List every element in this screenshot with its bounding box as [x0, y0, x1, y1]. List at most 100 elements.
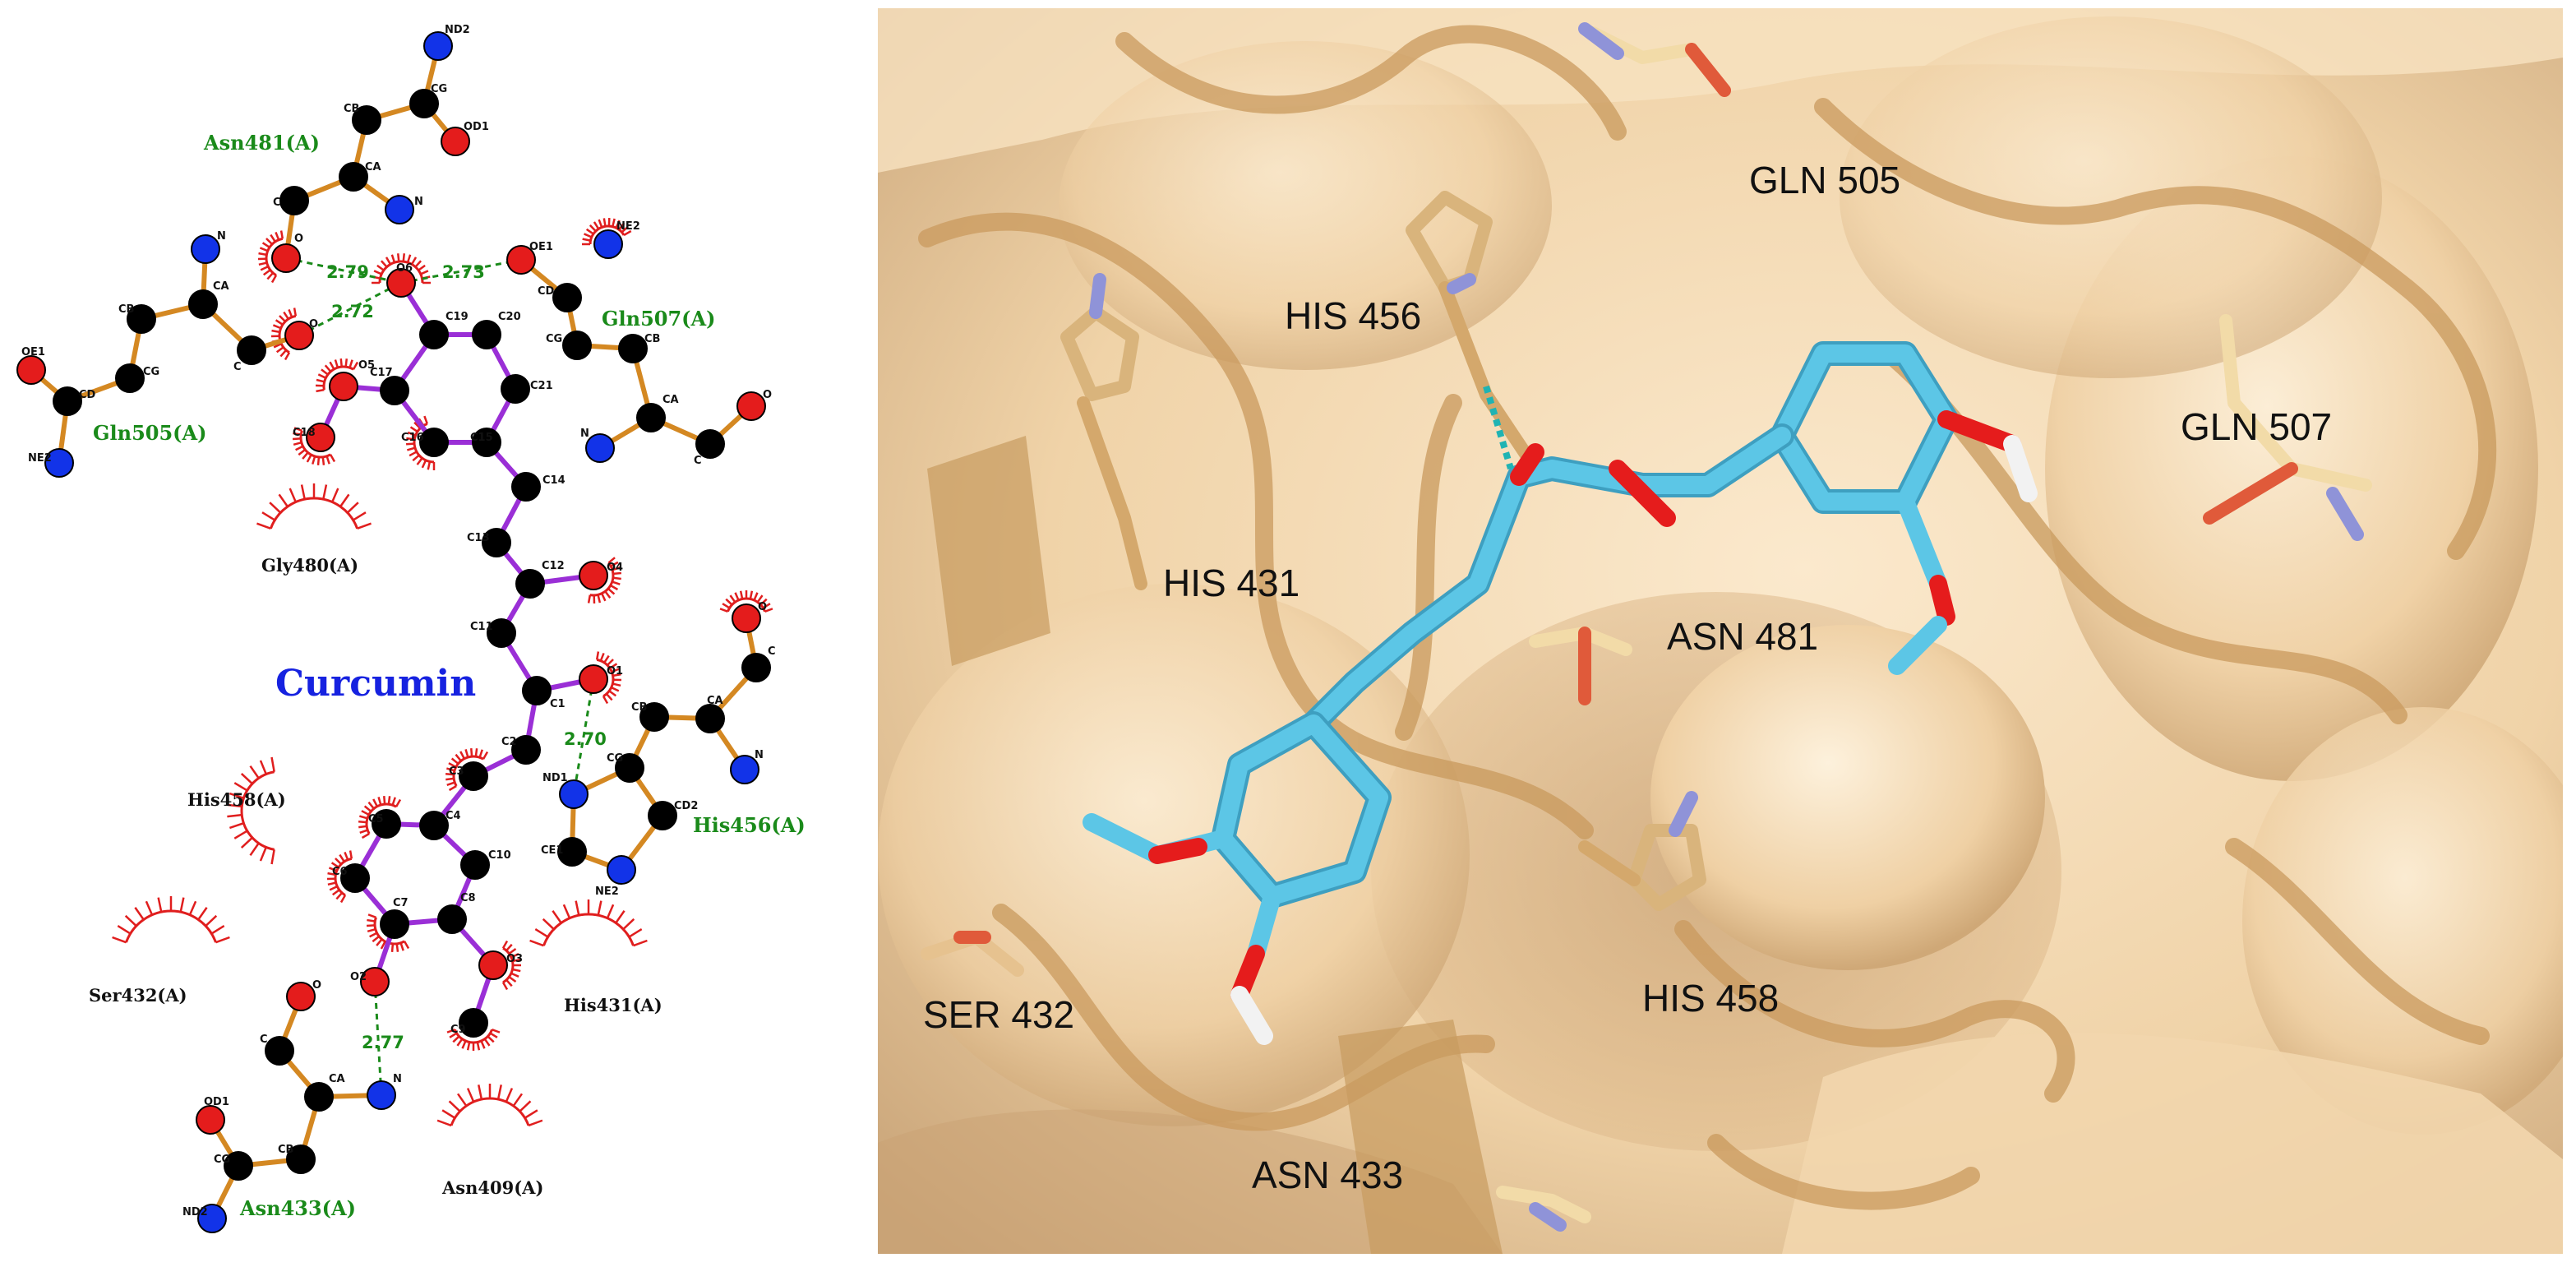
hydrophobic-spoke [321, 456, 325, 465]
hydrophobic-spoke [265, 238, 273, 245]
hydrophobic-spoke [188, 900, 197, 916]
hydrophobic-spoke [321, 368, 329, 376]
hydrophobic-spoke [610, 561, 619, 567]
atom-label: C17 [370, 367, 393, 379]
hydrophobic-spoke [612, 580, 621, 585]
hydrophobic-spoke [279, 349, 287, 358]
hydrophobic-spoke [352, 361, 359, 370]
atom-label: C18 [293, 427, 316, 439]
atom-c [352, 105, 381, 135]
atom-c [511, 472, 541, 502]
hydrophobic-spoke [459, 751, 465, 760]
atom-c [286, 1144, 316, 1174]
hydrophobic-spoke [423, 415, 428, 424]
hydrophobic-spoke [452, 1035, 460, 1043]
residue-label-ser432: Ser432(A) [89, 985, 187, 1006]
hydrophobic-arc [589, 224, 626, 245]
hydrophobic-spoke [519, 1100, 532, 1112]
hydrophobic-spoke [249, 842, 260, 857]
hydrophobic-spoke [275, 319, 284, 326]
hydrophobic-spoke [258, 261, 267, 266]
hydrophobic-spoke [725, 598, 733, 606]
hydrophobic-spoke [316, 378, 325, 383]
hydrophobic-spoke [582, 238, 591, 242]
hydrophobic-arc [727, 597, 766, 613]
hydrophobic-spoke [376, 264, 385, 271]
hydrophobic-spoke [482, 751, 489, 760]
atom-c [511, 735, 541, 765]
hydrophobic-spoke [284, 352, 291, 361]
atom-label: C1 [550, 698, 566, 710]
hydrophobic-spoke [358, 825, 367, 829]
atom-label: O4 [607, 562, 623, 574]
atom-label: O6 [396, 262, 413, 275]
hydrophobic-spoke [406, 437, 415, 441]
hbond-line [373, 981, 383, 1096]
hydrophobic-spoke [466, 1088, 475, 1103]
hydrophobic-spoke [262, 269, 271, 276]
atom-label: ND2 [182, 1206, 208, 1218]
hydrophobic-spoke [380, 260, 388, 268]
hydrophobic-spoke [259, 760, 267, 775]
atom-n [423, 31, 453, 61]
hydrophobic-spoke [293, 308, 298, 317]
hydrophobic-spoke [279, 230, 284, 239]
hydrophobic-spoke [349, 850, 353, 859]
hydrophobic-spoke [611, 668, 621, 673]
hydrophobic-spoke [358, 821, 367, 824]
hydrophobic-spoke [597, 900, 602, 916]
label-3d-ser432: SER 432 [923, 993, 1074, 1036]
hbond-line [572, 678, 595, 795]
hydrophobic-spoke [339, 853, 345, 862]
hydrophobic-spoke [418, 264, 426, 271]
hydrophobic-spoke [179, 897, 185, 913]
hydrophobic-spoke [529, 939, 544, 947]
hydrophobic-spoke [441, 1109, 456, 1119]
atom-label: C10 [488, 849, 511, 862]
hydrophobic-spoke [372, 935, 380, 943]
atom-o [196, 1105, 225, 1135]
atom-c [127, 304, 156, 334]
hydrophobic-spoke [510, 972, 519, 978]
hydrophobic-spoke [764, 608, 773, 613]
atom-c [419, 811, 449, 840]
hydrophobic-spoke [256, 522, 271, 530]
atom-label: C2 [501, 736, 517, 748]
hbond-distance-5: 2.77 [362, 1033, 404, 1052]
hydrophobic-spoke [739, 590, 744, 599]
hydrophobic-spoke [293, 442, 302, 446]
atom-n [607, 855, 636, 885]
atom-label: C12 [542, 560, 565, 572]
hydrophobic-spoke [240, 773, 253, 785]
residue-label-asn481: Asn481(A) [203, 131, 320, 155]
atom-label: N [217, 230, 226, 243]
atom-c [636, 403, 666, 432]
hydrophobic-spoke [367, 801, 375, 810]
atom-c [695, 704, 725, 733]
hydrophobic-spoke [293, 427, 302, 432]
atom-c [695, 429, 725, 459]
hydrophobic-spoke [734, 592, 740, 601]
hbond-distance-3: 2.72 [331, 302, 374, 321]
hydrophobic-spoke [229, 792, 244, 799]
atom-label: OD1 [204, 1096, 229, 1108]
atom-label: C21 [530, 380, 553, 392]
hydrophobic-spoke [358, 815, 368, 820]
hydrophobic-spoke [623, 229, 632, 237]
hydrophobic-spoke [575, 900, 580, 916]
hydrophobic-spoke [603, 654, 610, 664]
atom-c [380, 909, 409, 939]
atom-c [409, 89, 439, 118]
hydrophobic-spoke [607, 588, 616, 595]
hydrophobic-spoke [595, 651, 600, 660]
hydrophobic-spoke [606, 693, 613, 701]
atom-label: O2 [350, 971, 367, 983]
atom-n [385, 195, 414, 224]
hydrophobic-spoke [618, 222, 626, 231]
hydrophobic-spoke [610, 584, 619, 591]
hydrophobic-spoke [622, 918, 635, 931]
hydrophobic-spoke [464, 748, 469, 758]
hydrophobic-spoke [249, 765, 260, 779]
hydrogen-bonds [285, 257, 595, 1096]
hydrophobic-spoke [302, 451, 309, 460]
